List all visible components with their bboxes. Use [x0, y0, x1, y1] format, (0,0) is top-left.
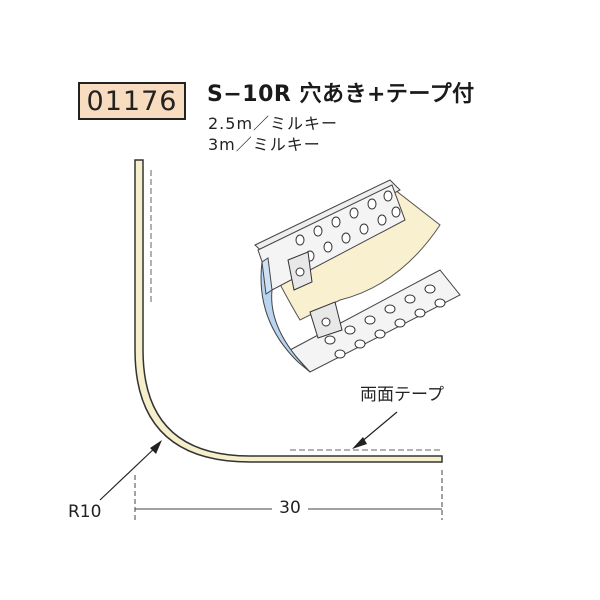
- radius-arrowhead: [150, 440, 162, 454]
- tape-arrowhead: [352, 437, 367, 449]
- tape-callout-label: 両面テープ: [360, 385, 444, 405]
- tape-leader-line: [359, 411, 398, 444]
- variant-length-color: 3m／ミルキー: [208, 135, 321, 154]
- product-code-badge: 01176: [78, 82, 186, 120]
- product-3d-illustration: [254, 179, 461, 373]
- width-dimension-label: 30: [272, 498, 308, 518]
- radius-leader-line: [99, 444, 159, 501]
- corner-profile-shape: [134, 159, 443, 463]
- product-title: S−10R 穴あき+テープ付: [207, 82, 475, 107]
- variant-length-color: 2.5m／ミルキー: [208, 114, 339, 133]
- radius-label: R10: [68, 502, 102, 522]
